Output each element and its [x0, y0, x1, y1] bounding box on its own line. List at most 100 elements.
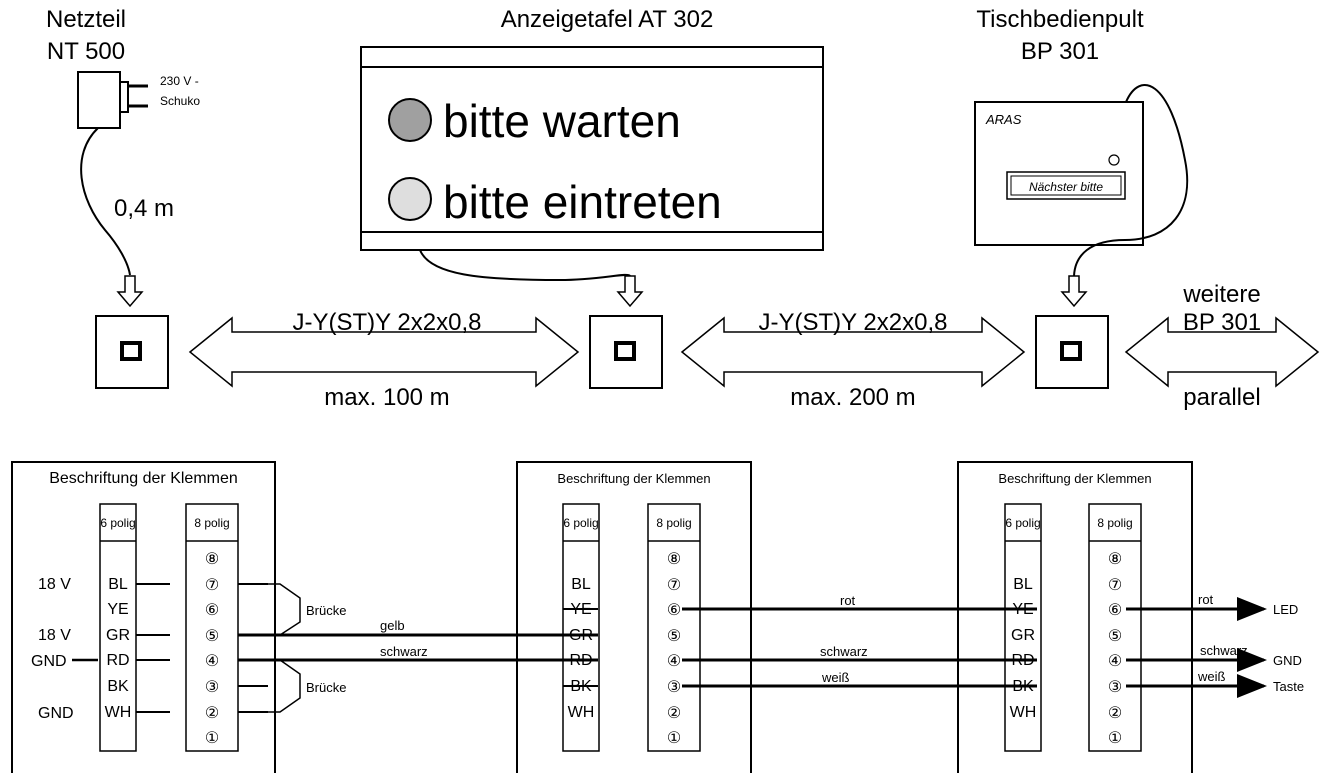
col-6pin — [1004, 503, 1042, 752]
pin-8-label: ⑤ — [667, 628, 681, 645]
bridge-2 — [268, 659, 301, 713]
socket-right — [1035, 315, 1109, 389]
col-6pin — [562, 503, 600, 752]
pin-8-label: ① — [205, 730, 219, 747]
bedienpult-label-2: BP 301 — [1021, 38, 1099, 65]
pin-8-label: ⑥ — [667, 602, 681, 619]
socket-middle — [589, 315, 663, 389]
desk-led-icon — [1108, 154, 1120, 166]
col-8pin-label: 8 polig — [194, 516, 229, 530]
cable-type-1: J-Y(ST)Y 2x2x0,8 — [293, 309, 482, 336]
col-6pin — [99, 503, 137, 752]
col-6pin-label: 6 polig — [1005, 516, 1040, 530]
v18-label: 18 V — [38, 627, 71, 644]
pin-8-label: ④ — [667, 653, 681, 670]
pin-8-label: ② — [205, 705, 219, 722]
terminal-block-left: Beschriftung der Klemmen 6 polig 8 poligBL… — [11, 461, 276, 773]
bridge-label: Brücke — [306, 603, 346, 618]
terminal-frame — [957, 461, 1193, 773]
pin-6-label: WH — [568, 704, 595, 721]
gnd-label: GND — [38, 705, 74, 722]
gnd-out-label: GND — [1273, 653, 1302, 668]
plug-arrow-icon — [1060, 275, 1088, 308]
anzeigetafel-title: Anzeigetafel AT 302 — [501, 6, 714, 33]
plug-label-2: Schuko — [160, 94, 200, 108]
plug-arrow-icon — [116, 275, 144, 308]
pin-6-label: BL — [108, 576, 128, 593]
plug-arrow-icon — [616, 275, 644, 308]
pin-6-label: BL — [571, 576, 591, 593]
cable-length-1: max. 100 m — [324, 384, 449, 411]
pin-8-label: ⑧ — [667, 551, 681, 568]
lamp-wait-icon — [388, 98, 432, 142]
wire-label-schwarz-2: schwarz — [820, 644, 868, 659]
wire-label-schwarz: schwarz — [380, 644, 428, 659]
double-arrow-3-icon — [1124, 316, 1320, 388]
col-6pin-label: 6 polig — [563, 516, 598, 530]
pin-8-label: ① — [1108, 730, 1122, 747]
netzteil-label-1: Netzteil — [46, 6, 126, 33]
double-arrow-2-icon — [680, 316, 1026, 388]
socket-left — [95, 315, 169, 389]
plug-label-1: 230 V - — [160, 74, 199, 88]
col-8pin — [185, 503, 239, 752]
bridge-label: Brücke — [306, 680, 346, 695]
pin-8-label: ⑥ — [1108, 602, 1122, 619]
msg-wait: bitte warten — [443, 95, 681, 147]
pin-8-label: ① — [667, 730, 681, 747]
out-label-schwarz: schwarz — [1200, 643, 1248, 658]
pin-8-label: ③ — [205, 679, 219, 696]
pin-6-label: RD — [106, 652, 129, 669]
power-adapter-icon — [77, 71, 148, 129]
desk-cable — [1073, 84, 1189, 277]
col-8pin — [647, 503, 701, 752]
pin-8-label: ⑦ — [667, 577, 681, 594]
bridge-1 — [268, 583, 301, 636]
pin-6-label: YE — [107, 601, 128, 618]
out-label-rot: rot — [1198, 592, 1214, 607]
wire-label-rot: rot — [840, 593, 856, 608]
cable-length-2: max. 200 m — [790, 384, 915, 411]
pin-6-label: BL — [1013, 576, 1033, 593]
pin-6-label: WH — [105, 704, 132, 721]
pin-8-label: ③ — [667, 679, 681, 696]
out-label-weiss: weiß — [1197, 669, 1226, 684]
pin-8-label: ③ — [1108, 679, 1122, 696]
pin-8-label: ⑤ — [205, 628, 219, 645]
parallel-label: parallel — [1183, 384, 1260, 411]
pin-6-label: BK — [107, 678, 129, 695]
pin-8-label: ④ — [1108, 653, 1122, 670]
cable-length-label: 0,4 m — [114, 195, 174, 222]
double-arrow-1-icon — [188, 316, 580, 388]
display-panel — [360, 46, 824, 251]
pin-6-label: GR — [106, 627, 130, 644]
terminal-heading: Beschriftung der Klemmen — [557, 471, 710, 486]
adapter-cable — [80, 127, 131, 276]
netzteil-label-2: NT 500 — [47, 38, 125, 65]
bedienpult-label-1: Tischbedienpult — [976, 6, 1144, 33]
taste-label: Taste — [1273, 679, 1304, 694]
pin-8-label: ② — [1108, 705, 1122, 722]
pin-8-label: ⑤ — [1108, 628, 1122, 645]
pin-8-label: ⑥ — [205, 602, 219, 619]
col-8pin — [1088, 503, 1142, 752]
terminal-frame — [516, 461, 752, 773]
display-cable — [419, 249, 631, 282]
pin-8-label: ② — [667, 705, 681, 722]
pin-8-label: ⑦ — [1108, 577, 1122, 594]
brand-label: ARAS — [985, 112, 1022, 127]
pin-6-label: GR — [1011, 627, 1035, 644]
desk-panel-device — [974, 101, 1144, 246]
wire-label-gelb: gelb — [380, 618, 405, 633]
more-panels-1: weitere — [1182, 281, 1260, 308]
col-6pin-label: 6 polig — [100, 516, 135, 530]
pin-8-label: ⑧ — [1108, 551, 1122, 568]
gnd-label: GND — [31, 653, 67, 670]
terminal-heading: Beschriftung der Klemmen — [49, 470, 238, 487]
lamp-enter-icon — [388, 177, 432, 221]
terminal-heading: Beschriftung der Klemmen — [998, 471, 1151, 486]
wire-label-weiss: weiß — [821, 670, 850, 685]
